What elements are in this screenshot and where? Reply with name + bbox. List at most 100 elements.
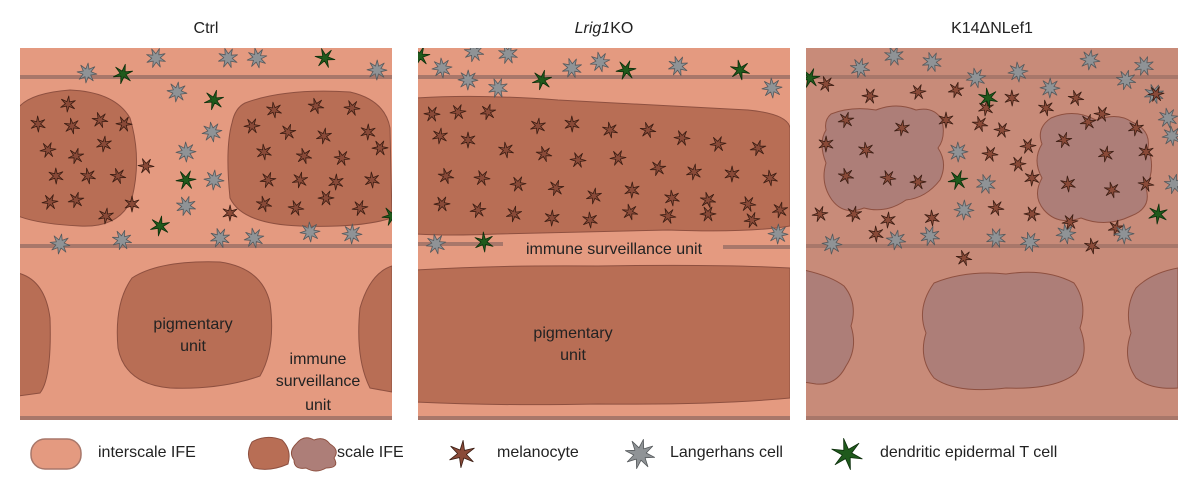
melanocyte-icon: [673, 130, 691, 146]
melanocyte-icon: [987, 200, 1005, 216]
melanocyte-icon: [1060, 175, 1076, 193]
legend-swatch-scale-irregular: [290, 437, 337, 472]
dendritic-t-cell-icon: [615, 60, 637, 80]
melanocyte-icon: [1079, 114, 1097, 130]
langerhans-cell-icon: [849, 57, 871, 79]
melanocyte-icon: [67, 191, 85, 209]
melanocyte-icon: [423, 106, 441, 122]
melanocyte-icon: [1055, 132, 1073, 148]
melanocyte-icon: [67, 147, 85, 165]
legend-label-melanocyte: melanocyte: [497, 444, 579, 461]
langerhans-cell-icon: [463, 48, 485, 63]
melanocyte-icon: [709, 136, 727, 152]
langerhans-cell-icon: [243, 227, 265, 249]
melanocyte-icon: [91, 112, 109, 128]
melanocyte-icon: [98, 207, 114, 225]
langerhans-cell-icon: [1163, 173, 1178, 195]
melanocyte-icon: [287, 200, 305, 216]
melanocyte-icon: [48, 167, 64, 185]
hair-line: [418, 416, 790, 420]
legend: interscale IFE scale IFE melanocyte Lang…: [0, 430, 1200, 480]
dendritic-t-cell-icon: [806, 68, 821, 88]
melanocyte-icon: [279, 124, 297, 140]
legend-label-interscale: interscale IFE: [98, 444, 196, 461]
dendritic-t-cell-icon: [978, 87, 998, 109]
melanocyte-icon: [1038, 99, 1054, 117]
panel-title-ctrl: Ctrl: [193, 20, 219, 37]
melanocyte-icon: [498, 141, 514, 159]
melanocyte-icon: [360, 123, 376, 141]
langerhans-cell-icon: [166, 81, 188, 103]
langerhans-cell-icon: [76, 62, 98, 84]
melanocyte-icon: [317, 190, 335, 206]
melanocyte-icon: [817, 76, 835, 92]
melanocyte-icon: [955, 250, 973, 266]
melanocyte-icon: [30, 115, 46, 133]
langerhans-cell-icon: [821, 233, 843, 255]
scale-ife-irregular: [821, 105, 944, 212]
dendritic-t-cell-icon: [532, 69, 552, 91]
langerhans-cell-icon: [1019, 231, 1041, 253]
melanocyte-icon: [639, 122, 657, 138]
langerhans-cell-icon: [965, 67, 987, 89]
melanocyte-icon: [432, 127, 448, 145]
panel-title-lrig1ko: Lrig1KO: [574, 20, 634, 37]
melanocyte-icon: [924, 209, 940, 227]
melanocyte-icon: [978, 99, 994, 117]
melanocyte-icon: [1004, 89, 1020, 107]
dendritic-t-cell-icon: [474, 231, 494, 253]
scale-ife: [116, 261, 273, 389]
hair-line: [20, 244, 392, 248]
melanocyte-icon: [1009, 156, 1027, 172]
melanocyte-icon: [880, 211, 896, 229]
melanocyte-icon: [1093, 106, 1111, 122]
legend-label-scale: scale IFE: [337, 444, 404, 461]
melanocyte-icon: [364, 171, 380, 189]
dendritic-t-cell-icon: [381, 207, 392, 226]
langerhans-cell-icon: [767, 223, 789, 245]
langerhans-cell-icon: [1039, 77, 1061, 99]
melanocyte-icon: [1067, 90, 1085, 106]
dendritic-t-cell-icon: [947, 170, 969, 190]
melanocyte-icon: [564, 115, 580, 133]
melanocyte-icon: [868, 225, 884, 243]
melanocyte-icon: [659, 208, 677, 224]
melanocyte-icon: [993, 122, 1011, 138]
langerhans-cell-icon: [218, 48, 238, 68]
melanocyte-icon: [449, 104, 467, 120]
melanocyte-icon: [1147, 86, 1165, 102]
melanocyte-icon: [506, 205, 522, 223]
dendritic-t-cell-icon: [730, 59, 750, 81]
langerhans-cell-icon: [112, 230, 132, 250]
legend-label-detc: dendritic epidermal T cell: [880, 444, 1058, 461]
hair-line: [418, 242, 503, 246]
melanocyte-icon: [64, 117, 80, 135]
langerhans-cell-icon: [175, 141, 197, 163]
melanocyte-icon: [473, 170, 491, 186]
melanocyte-icon: [535, 146, 553, 162]
langerhans-cell-icon: [1007, 61, 1029, 83]
melanocyte-icon: [772, 201, 788, 219]
melanocyte-icon: [811, 206, 829, 222]
langerhans-cell-icon: [366, 59, 388, 81]
langerhans-cell-icon: [1115, 69, 1137, 91]
melanocyte-icon: [433, 196, 451, 212]
legend-swatch-interscale: [30, 438, 82, 470]
melanocyte-icon: [259, 172, 277, 188]
melanocyte-icon: [469, 202, 487, 218]
label-immune: immune: [290, 351, 347, 368]
dendritic-t-cell-icon: [150, 215, 170, 237]
melanocyte-icon: [343, 100, 361, 116]
langerhans-cell-icon: [625, 439, 655, 469]
melanocyte-icon: [124, 195, 140, 213]
melanocyte-icon: [255, 195, 273, 213]
langerhans-cell-icon: [210, 228, 230, 248]
panel-ctrl: pigmentary unit immune surveillance unit: [20, 48, 392, 420]
label-immune-surveillance-unit: immune surveillance unit: [526, 241, 703, 258]
panel-title-k14dnlef1: K14ΔNLef1: [951, 20, 1033, 37]
langerhans-cell-icon: [884, 48, 904, 66]
melanocyte-icon: [624, 181, 640, 199]
melanocyte-icon: [41, 194, 59, 210]
melanocyte-icon: [649, 160, 667, 176]
langerhans-cell-icon: [1055, 223, 1077, 245]
